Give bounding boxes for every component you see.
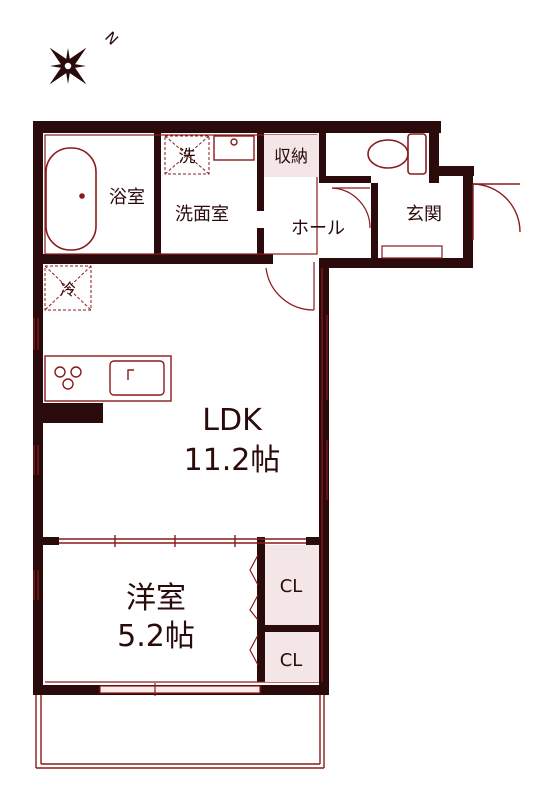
compass-north-label: N: [101, 28, 122, 49]
washer-space-icon: [164, 135, 210, 175]
washbasin-icon: [213, 135, 255, 161]
door-swings: [265, 187, 371, 311]
closet-upper-area: [265, 545, 319, 625]
ldk-name-label: LDK: [202, 403, 263, 438]
ldk-size-label: 11.2帖: [184, 443, 281, 478]
storage-area: [264, 135, 319, 177]
washroom-label: 洗面室: [175, 204, 229, 225]
compass-icon: [49, 47, 87, 85]
hall-label: ホール: [291, 218, 345, 239]
closet-lower-area: [265, 632, 319, 682]
balcony: [35, 695, 325, 769]
entrance-door-icon: [472, 183, 521, 240]
bathtub-icon: [45, 147, 97, 251]
bath-label: 浴室: [109, 187, 145, 208]
fridge-space-icon: [44, 265, 92, 311]
washer-label: 洗: [179, 147, 196, 167]
closet-doors: [249, 554, 259, 666]
western-room-size-label: 5.2帖: [117, 619, 195, 654]
toilet-icon: [367, 133, 427, 175]
storage-label: 収納: [274, 147, 308, 167]
western-room-name-label: 洋室: [126, 581, 186, 616]
sliding-partition: [59, 535, 306, 547]
kitchen-counter: [44, 355, 172, 402]
entrance-step: [381, 245, 443, 259]
entrance-label: 玄関: [406, 204, 442, 225]
fridge-label: 冷: [60, 280, 76, 299]
closet-upper-label: CL: [280, 576, 303, 597]
closet-lower-label: CL: [280, 650, 303, 671]
windows: [33, 315, 328, 696]
exterior-walls: [33, 121, 474, 695]
